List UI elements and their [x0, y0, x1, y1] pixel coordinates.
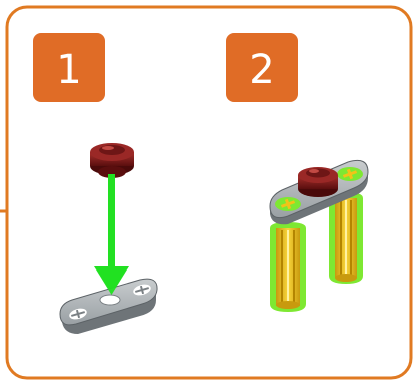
red-bush-icon: [298, 167, 338, 197]
step-2-number: 2: [249, 47, 274, 93]
step-1-number: 1: [56, 47, 81, 93]
yellow-axle-icon: [270, 222, 306, 312]
yellow-axle-icon: [329, 192, 363, 284]
red-bush-icon: [90, 143, 134, 178]
arrow-tip: [96, 270, 127, 295]
step-2-badge: 2: [226, 33, 298, 102]
gray-beam-icon: [59, 278, 158, 334]
step-1-badge: 1: [33, 33, 105, 102]
